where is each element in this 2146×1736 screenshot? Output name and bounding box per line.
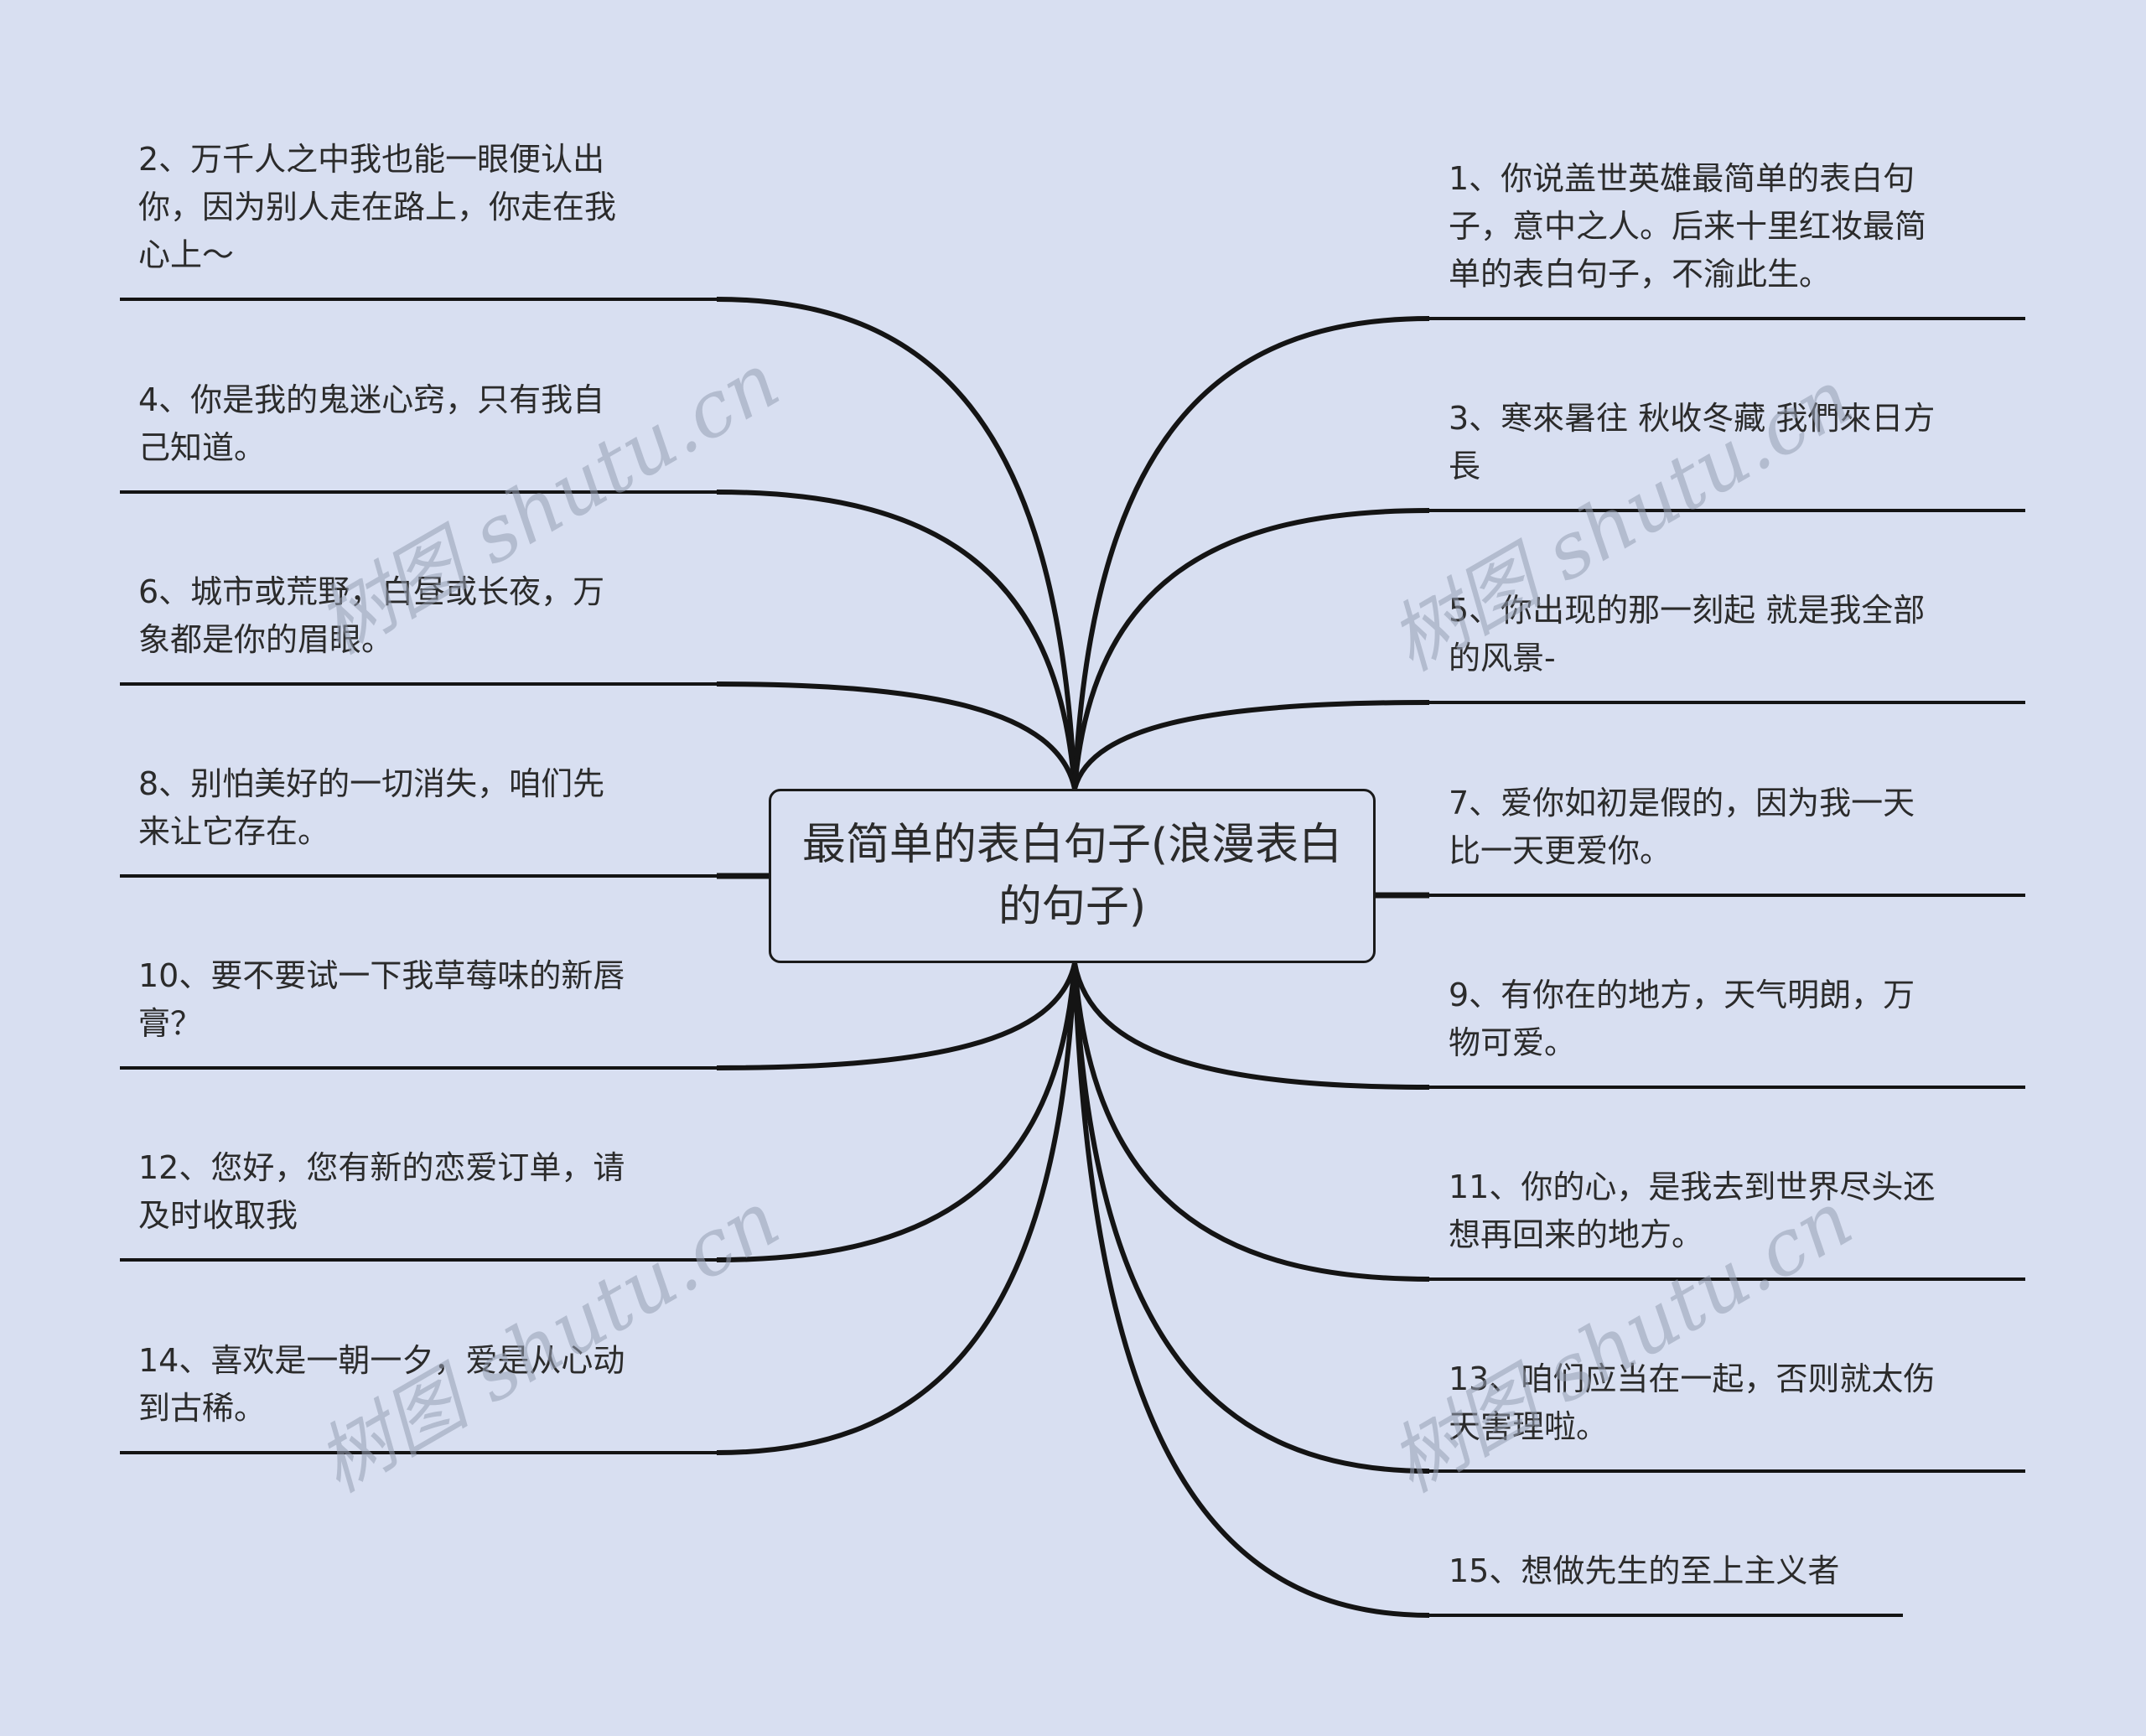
topic-text-line: 7、爱你如初是假的，因为我一天 bbox=[1449, 785, 1915, 821]
branch-connector bbox=[716, 962, 1077, 1262]
topic-node-text[interactable]: 12、您好，您有新的恋爱订单，请及时收取我 bbox=[138, 1144, 725, 1240]
topic-text-line: 5、你出现的那一刻起 就是我全部 bbox=[1449, 592, 1926, 629]
central-topic-node[interactable]: 最简单的表白句子(浪漫表白的句子) bbox=[769, 789, 1376, 963]
topic-node-text[interactable]: 8、别怕美好的一切消失，咱们先来让它存在。 bbox=[138, 760, 725, 856]
topic-text-line: 3、寒來暑往 秋收冬藏 我們來日方 bbox=[1449, 400, 1936, 437]
topic-text-line: 单的表白句子，不渝此生。 bbox=[1449, 256, 1832, 293]
branch-connector bbox=[1072, 316, 1430, 790]
branch-connector bbox=[1072, 962, 1430, 1090]
topic-text-line: 想再回来的地方。 bbox=[1449, 1216, 1704, 1253]
branch-connector bbox=[716, 962, 1077, 1070]
topic-text-line: 12、您好，您有新的恋爱订单，请 bbox=[138, 1149, 625, 1186]
topic-node-text[interactable]: 7、爱你如初是假的，因为我一天比一天更爱你。 bbox=[1449, 780, 2052, 875]
branch-connector bbox=[1072, 962, 1430, 1618]
topic-text-line: 物可爱。 bbox=[1449, 1024, 1577, 1061]
topic-node-text[interactable]: 14、喜欢是一朝一夕，爱是从心动到古稀。 bbox=[138, 1337, 725, 1433]
topic-text-line: 長 bbox=[1449, 448, 1481, 485]
topic-node-text[interactable]: 3、寒來暑往 秋收冬藏 我們來日方長 bbox=[1449, 395, 2052, 490]
branch-connector bbox=[716, 490, 1077, 790]
topic-text-line: 2、万千人之中我也能一眼便认出 bbox=[138, 141, 605, 178]
branch-connector bbox=[1072, 508, 1430, 790]
branch-connector bbox=[716, 681, 1077, 790]
topic-text-line: 到古稀。 bbox=[138, 1390, 267, 1427]
topic-text-line: 来让它存在。 bbox=[138, 813, 330, 850]
topic-text-line: 的风景- bbox=[1449, 640, 1556, 676]
topic-node-text[interactable]: 13、咱们应当在一起，否则就太伤天害理啦。 bbox=[1449, 1355, 2052, 1451]
topic-text-line: 4、你是我的鬼迷心窍，只有我自 bbox=[138, 381, 605, 418]
topic-node-text[interactable]: 5、你出现的那一刻起 就是我全部的风景- bbox=[1449, 587, 2052, 682]
branch-connector bbox=[716, 297, 1077, 790]
topic-text-line: 象都是你的眉眼。 bbox=[138, 621, 394, 658]
topic-node-text[interactable]: 11、你的心，是我去到世界尽头还想再回来的地方。 bbox=[1449, 1163, 2052, 1259]
topic-node-text[interactable]: 6、城市或荒野，白昼或长夜，万象都是你的眉眼。 bbox=[138, 568, 725, 664]
topic-node-text[interactable]: 2、万千人之中我也能一眼便认出你，因为别人走在路上，你走在我心上～ bbox=[138, 136, 725, 279]
topic-text-line: 9、有你在的地方，天气明朗，万 bbox=[1449, 977, 1915, 1013]
topic-node-text[interactable]: 4、你是我的鬼迷心窍，只有我自己知道。 bbox=[138, 376, 725, 472]
topic-text-line: 天害理啦。 bbox=[1449, 1408, 1609, 1445]
topic-text-line: 10、要不要试一下我草莓味的新唇 bbox=[138, 957, 625, 994]
topic-text-line: 你，因为别人走在路上，你走在我 bbox=[138, 189, 617, 225]
topic-text-line: 13、咱们应当在一起，否则就太伤 bbox=[1449, 1360, 1936, 1397]
topic-text-line: 子，意中之人。后来十里红妆最简 bbox=[1449, 208, 1927, 245]
branch-connector bbox=[1072, 962, 1430, 1282]
branch-connector bbox=[1072, 962, 1430, 1474]
central-topic-title: 最简单的表白句子(浪漫表白的句子) bbox=[801, 820, 1343, 932]
topic-text-line: 6、城市或荒野，白昼或长夜，万 bbox=[138, 573, 605, 610]
topic-node-text[interactable]: 1、你说盖世英雄最简单的表白句子，意中之人。后来十里红妆最简单的表白句子，不渝此… bbox=[1449, 155, 2052, 298]
topic-node-text[interactable]: 15、想做先生的至上主义者 bbox=[1449, 1547, 2052, 1595]
topic-text-line: 比一天更爱你。 bbox=[1449, 832, 1672, 869]
topic-text-line: 心上～ bbox=[138, 236, 235, 273]
topic-text-line: 1、你说盖世英雄最简单的表白句 bbox=[1449, 160, 1915, 197]
topic-text-line: 膏？ bbox=[138, 1005, 203, 1042]
topic-text-line: 11、你的心，是我去到世界尽头还 bbox=[1449, 1169, 1936, 1205]
branch-connector bbox=[1072, 700, 1430, 790]
topic-text-line: 14、喜欢是一朝一夕，爱是从心动 bbox=[138, 1342, 625, 1379]
topic-node-text[interactable]: 10、要不要试一下我草莓味的新唇膏？ bbox=[138, 952, 725, 1048]
topic-node-text[interactable]: 9、有你在的地方，天气明朗，万物可爱。 bbox=[1449, 972, 2052, 1067]
topic-text-line: 及时收取我 bbox=[138, 1197, 298, 1234]
topic-text-line: 8、别怕美好的一切消失，咱们先 bbox=[138, 765, 605, 802]
topic-text-line: 己知道。 bbox=[138, 429, 267, 466]
topic-text-line: 15、想做先生的至上主义者 bbox=[1449, 1552, 1840, 1589]
branch-connector bbox=[716, 962, 1077, 1455]
